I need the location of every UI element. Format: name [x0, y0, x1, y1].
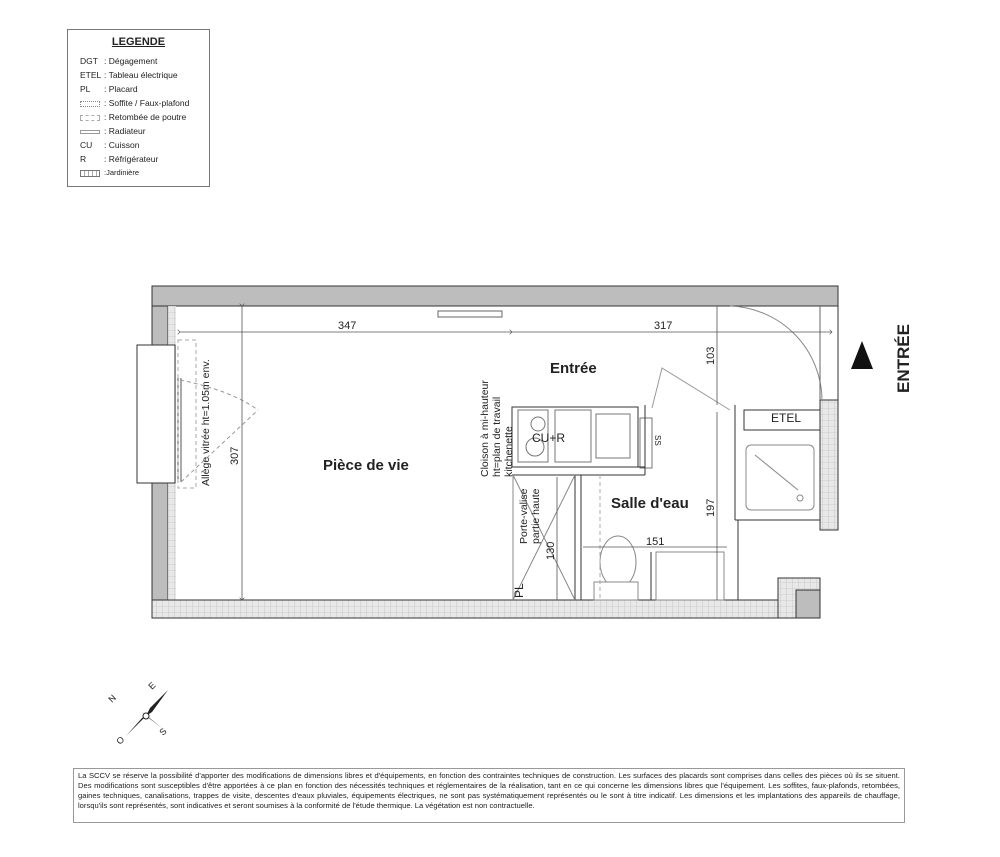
legend-code: PL [80, 84, 91, 94]
room-label-entree: Entrée [550, 360, 597, 377]
legend-item-etel: ETEL: Tableau électrique [80, 69, 178, 81]
wall-top [151, 285, 839, 307]
legend-label: : Retombée de poutre [104, 112, 187, 122]
radiator [437, 310, 503, 318]
dim-317: 317 [654, 320, 672, 332]
legend-label: : Cuisson [104, 140, 140, 150]
retombee-symbol-icon [80, 114, 100, 121]
shower [745, 444, 815, 511]
legend-item-r: R : Réfrigérateur [80, 153, 158, 165]
legend-title: LEGENDE [111, 36, 166, 48]
dim-151: 151 [646, 536, 664, 548]
entry-arrow-icon [851, 341, 873, 369]
legend-item-soffite: : Soffite / Faux-plafond [80, 97, 189, 109]
toilet [599, 535, 637, 589]
legend-box: LEGENDE DGT : Dégagement ETEL: Tableau él… [67, 29, 210, 187]
dim-197: 197 [705, 499, 717, 517]
legend-code: DGT [80, 56, 98, 66]
legend-code: R [80, 154, 87, 164]
cu-r-label: CU+R [532, 431, 565, 445]
compass-o: O [114, 734, 126, 746]
compass-n: N [106, 693, 118, 705]
legend-code: ETEL [80, 70, 102, 80]
legend-label: : Dégagement [104, 56, 158, 66]
legend-item-jardiniere: :Jardinière [80, 167, 139, 179]
room-label-piece-de-vie: Pièce de vie [323, 457, 409, 474]
dim-130: 130 [545, 542, 557, 560]
ss-label: SS [653, 435, 662, 446]
legend-item-retombee: : Retombée de poutre [80, 111, 186, 123]
wall-left-upper [151, 305, 169, 347]
dim-347: 347 [338, 320, 356, 332]
legend-label: : Soffite / Faux-plafond [104, 98, 190, 108]
etel-label: ETEL [771, 411, 801, 425]
legend-code: CU [80, 140, 93, 150]
etel-box [743, 409, 821, 431]
washbasin [655, 551, 725, 601]
compass-e: E [146, 680, 157, 691]
jardiniere-symbol-icon [80, 169, 100, 177]
legend-label: :Jardinière [104, 168, 140, 177]
legend-item-pl: PL : Placard [80, 83, 138, 95]
cloison-label-3: kitchenette [503, 426, 515, 477]
wall-left-lower [151, 481, 169, 601]
wall-bottom [151, 599, 779, 619]
cloison-label-1: Cloison à mi-hauteur [479, 380, 491, 477]
porte-valise-label-2: partie haute [530, 488, 542, 544]
room-label-salle-deau: Salle d'eau [611, 495, 689, 512]
kitchenette [511, 406, 639, 468]
radiator-symbol-icon [80, 129, 100, 134]
legend-label: : Placard [104, 84, 138, 94]
legend-item-dgt: DGT : Dégagement [80, 55, 157, 67]
disclaimer-text: La SCCV se réserve la possibilité d'appo… [73, 768, 905, 823]
entrance-door-swing[interactable] [729, 305, 823, 401]
porte-valise-label-1: Porte-valise [518, 488, 530, 544]
wall-right [819, 399, 839, 531]
window[interactable] [136, 344, 176, 484]
entree-marker-label: ENTRÉE [894, 324, 913, 393]
dim-307: 307 [229, 447, 241, 465]
legend-item-radiateur: : Radiateur [80, 125, 146, 137]
legend-item-cu: CU : Cuisson [80, 139, 139, 151]
legend-label: : Radiateur [104, 126, 146, 136]
pl-label: PL [512, 583, 526, 598]
compass-rose-icon [126, 690, 168, 736]
soffite-symbol-icon [80, 100, 100, 107]
allege-label: Allège vitrée ht=1.05m env. [200, 359, 212, 486]
legend-label: : Réfrigérateur [104, 154, 159, 164]
compass-s: S [157, 726, 168, 737]
dim-103: 103 [705, 347, 717, 365]
legend-label: : Tableau électrique [104, 70, 178, 80]
cloison-label-2: ht=plan de travail [491, 397, 503, 477]
